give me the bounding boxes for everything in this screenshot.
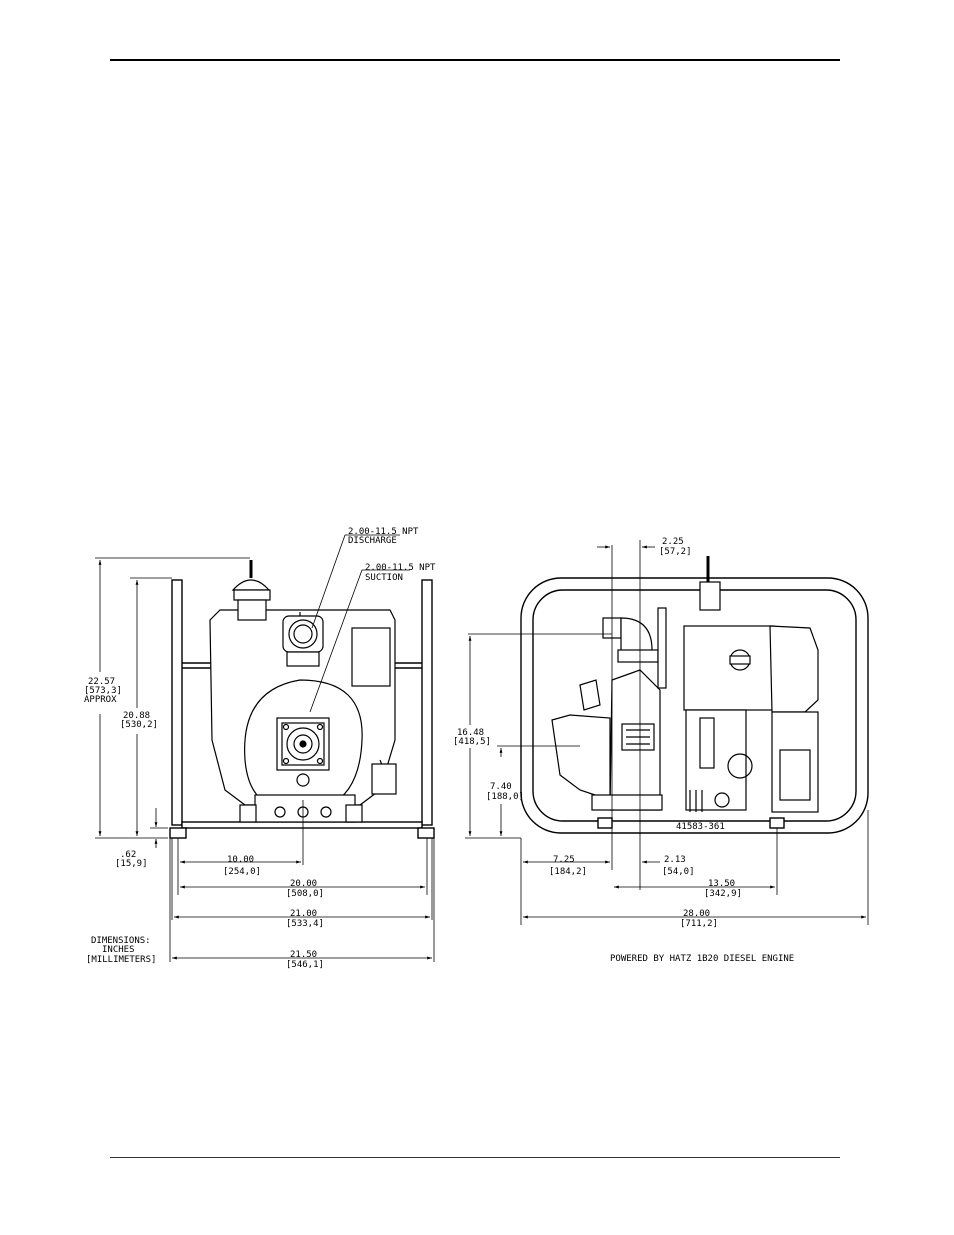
dim-overall-width-mm: [546,1] — [286, 960, 324, 970]
dim-front-to-mount-mm: [184,2] — [549, 867, 587, 877]
dim-center-value: 10.00 — [227, 855, 254, 865]
front-pump-casing — [244, 679, 397, 806]
dim-skid-height-value: .62 — [120, 850, 136, 860]
side-engine — [683, 556, 819, 813]
dim-overall-height-note: APPROX — [84, 695, 117, 705]
dim-discharge-offset-mm: [57,2] — [659, 547, 692, 557]
discharge-label-1: 2.00-11.5 NPT — [348, 527, 419, 537]
units-note-1: DIMENSIONS: — [91, 936, 151, 946]
front-air-cleaner — [231, 560, 271, 621]
dim-overall-length-value: 28.00 — [683, 909, 710, 919]
dim-overall-height-mm: [573,3] — [84, 686, 122, 696]
suction-leader — [309, 569, 363, 713]
front-vertical-dims — [95, 557, 250, 848]
dim-overall-height-value: 22.57 — [88, 677, 115, 687]
front-discharge-port — [282, 615, 324, 667]
dim-mount-to-center-mm: [54,0] — [662, 867, 695, 877]
side-dims — [465, 545, 869, 925]
dim-frame-height-value: 20.88 — [123, 711, 150, 721]
part-number: 41583-361 — [676, 822, 725, 832]
footer-rule — [110, 1157, 840, 1158]
dim-mount-to-center-value: 2.13 — [664, 855, 686, 865]
dim-mount-width-value: 20.00 — [290, 879, 317, 889]
dim-suction-height-value: 7.40 — [490, 782, 512, 792]
dim-discharge-height-value: 16.48 — [457, 728, 484, 738]
dim-mount-span-value: 13.50 — [708, 879, 735, 889]
dim-overall-length-mm: [711,2] — [680, 919, 718, 929]
dim-mount-width-mm: [508,0] — [286, 889, 324, 899]
front-horizontal-dims — [169, 800, 435, 962]
header-rule — [110, 59, 840, 61]
discharge-leader — [311, 534, 346, 629]
side-pump-end — [551, 669, 663, 811]
suction-label-2: SUCTION — [365, 573, 403, 583]
side-centerlines — [468, 540, 641, 890]
suction-label-1: 2.00-11.5 NPT — [365, 563, 436, 573]
dim-frame-height-mm: [530,2] — [120, 720, 158, 730]
units-note-3: [MILLIMETERS] — [86, 955, 156, 965]
dim-skid-height-mm: [15,9] — [115, 859, 148, 869]
dim-front-to-mount-value: 7.25 — [553, 855, 575, 865]
dim-frame-width-value: 21.00 — [290, 909, 317, 919]
discharge-label-2: DISCHARGE — [348, 536, 397, 546]
dim-overall-width-value: 21.50 — [290, 950, 317, 960]
dim-frame-width-mm: [533,4] — [286, 919, 324, 929]
dim-discharge-offset-value: 2.25 — [662, 537, 684, 547]
front-base — [239, 794, 363, 823]
dim-suction-height-mm: [188,0] — [486, 792, 524, 802]
dim-discharge-height-mm: [418,5] — [453, 737, 491, 747]
units-note-2: INCHES — [102, 945, 135, 955]
side-view — [465, 540, 869, 925]
front-view — [95, 534, 435, 962]
dim-center-mm: [254,0] — [223, 867, 261, 877]
engine-note: POWERED BY HATZ 1B20 DIESEL ENGINE — [610, 954, 794, 964]
dim-mount-span-mm: [342,9] — [704, 889, 742, 899]
